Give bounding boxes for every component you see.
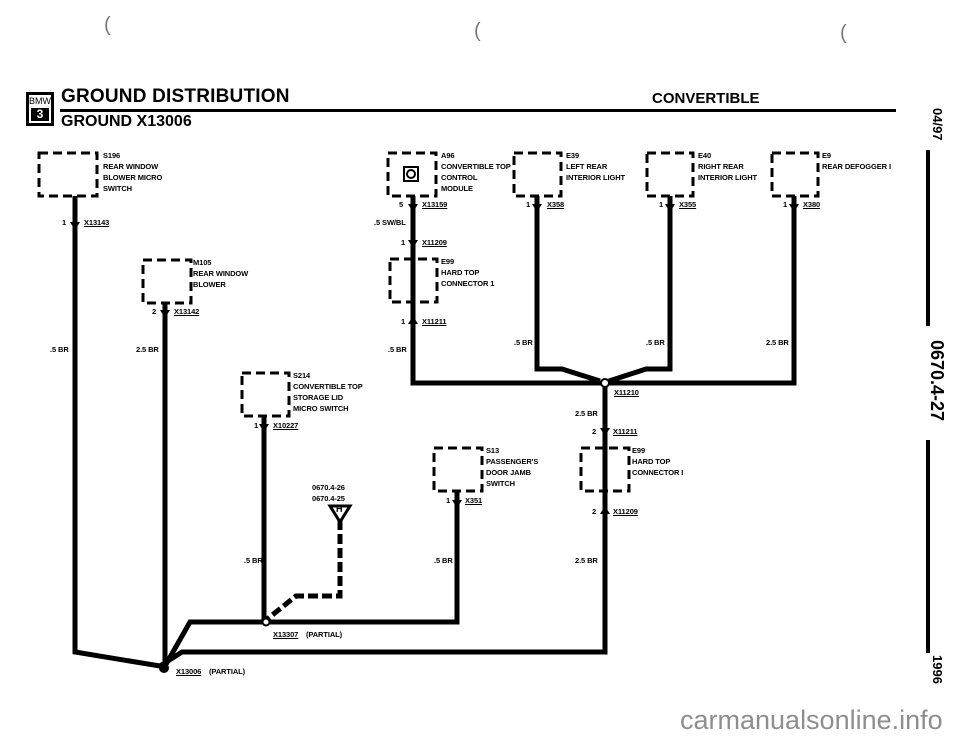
pin-e99-top-out: 1 bbox=[401, 317, 406, 326]
wire-label-s214: .5 BR bbox=[244, 556, 263, 565]
binder-mark: ( bbox=[474, 20, 481, 42]
wire-label-m105: 2.5 BR bbox=[136, 345, 159, 354]
component-box-m105 bbox=[141, 258, 193, 305]
wire-label-s196: .5 BR bbox=[50, 345, 69, 354]
pin-s196: 1 bbox=[62, 218, 67, 227]
wire-s196 bbox=[72, 196, 161, 669]
pin-e40: 1 bbox=[659, 200, 664, 209]
module-icon bbox=[403, 166, 419, 182]
pin-e9: 1 bbox=[783, 200, 788, 209]
logo-brand: BMW bbox=[29, 96, 51, 106]
component-box-s13 bbox=[432, 446, 484, 493]
wire-e39 bbox=[534, 196, 601, 384]
component-box-e39 bbox=[512, 151, 563, 198]
pin-e99-bottom-in: 2 bbox=[592, 427, 597, 436]
wire-label-e99-bottom: 2.5 BR bbox=[575, 556, 598, 565]
watermark: carmanualsonline.info bbox=[680, 705, 943, 735]
component-box-s214 bbox=[240, 371, 291, 418]
splice-x11210 bbox=[600, 378, 610, 388]
wire-e40 bbox=[608, 196, 673, 384]
bmw-logo: BMW 3 bbox=[26, 92, 54, 126]
splice-label-x13307: X13307 bbox=[273, 630, 299, 639]
connector-x11211-bottom: X11211 bbox=[613, 427, 638, 436]
logo-series: 3 bbox=[31, 108, 49, 121]
ground-note-x13006: (PARTIAL) bbox=[209, 667, 246, 676]
pin-s214: 1 bbox=[254, 421, 259, 430]
connector-x358: X358 bbox=[547, 200, 565, 209]
connector-x11211: X11211 bbox=[422, 317, 447, 326]
wire-label-e39: .5 BR bbox=[514, 338, 533, 347]
page-subtitle: GROUND X13006 bbox=[61, 113, 192, 130]
wire-a96 bbox=[410, 196, 605, 386]
ground-x13006 bbox=[159, 663, 169, 673]
component-box-e40 bbox=[645, 151, 695, 198]
connector-x380: X380 bbox=[803, 200, 821, 209]
reference-symbol-label: H bbox=[336, 504, 343, 514]
pin-e99-bottom-out: 2 bbox=[592, 507, 597, 516]
connector-x10227: X10227 bbox=[273, 421, 299, 430]
wire-label-x11210-down: 2.5 BR bbox=[575, 409, 598, 418]
connector-x13142: X13142 bbox=[174, 307, 200, 316]
splice-label-x11210: X11210 bbox=[614, 388, 639, 397]
wire-label-e9: 2.5 BR bbox=[766, 338, 789, 347]
connector-x13159: X13159 bbox=[422, 200, 448, 209]
pin-e99-top-in: 1 bbox=[401, 238, 406, 247]
wire-reference-dashed bbox=[264, 520, 343, 622]
header-rule bbox=[60, 109, 896, 112]
pin-e39: 1 bbox=[526, 200, 531, 209]
pin-s13: 1 bbox=[446, 496, 451, 505]
margin-rule bbox=[926, 440, 930, 653]
connector-markers bbox=[70, 204, 799, 514]
wire-label-a96: .5 SW/BL bbox=[374, 218, 406, 227]
wire-label-s13: .5 BR bbox=[434, 556, 453, 565]
component-box-e9 bbox=[770, 151, 820, 198]
model-label: CONVERTIBLE bbox=[652, 90, 760, 107]
reference-symbol-h bbox=[327, 504, 353, 525]
component-box-s196 bbox=[37, 151, 99, 198]
pin-a96: 5 bbox=[399, 200, 404, 209]
binder-mark: ( bbox=[104, 14, 111, 36]
wire-label-e99-top: .5 BR bbox=[388, 345, 407, 354]
splice-x13307 bbox=[261, 617, 271, 627]
connector-x355: X355 bbox=[679, 200, 697, 209]
ground-label-x13006: X13006 bbox=[176, 667, 202, 676]
connector-x13143: X13143 bbox=[84, 218, 110, 227]
margin-rule bbox=[926, 150, 930, 326]
wire-e9 bbox=[605, 196, 797, 386]
wire-s13 bbox=[162, 491, 460, 668]
pin-m105: 2 bbox=[152, 307, 157, 316]
binder-mark: ( bbox=[840, 22, 847, 44]
connector-x11209-bottom: X11209 bbox=[613, 507, 638, 516]
splice-note-x13307: (PARTIAL) bbox=[306, 630, 343, 639]
wire-label-e40: .5 BR bbox=[646, 338, 665, 347]
connector-x11209: X11209 bbox=[422, 238, 447, 247]
page-title: GROUND DISTRIBUTION bbox=[61, 86, 290, 107]
connector-x351: X351 bbox=[465, 496, 483, 505]
